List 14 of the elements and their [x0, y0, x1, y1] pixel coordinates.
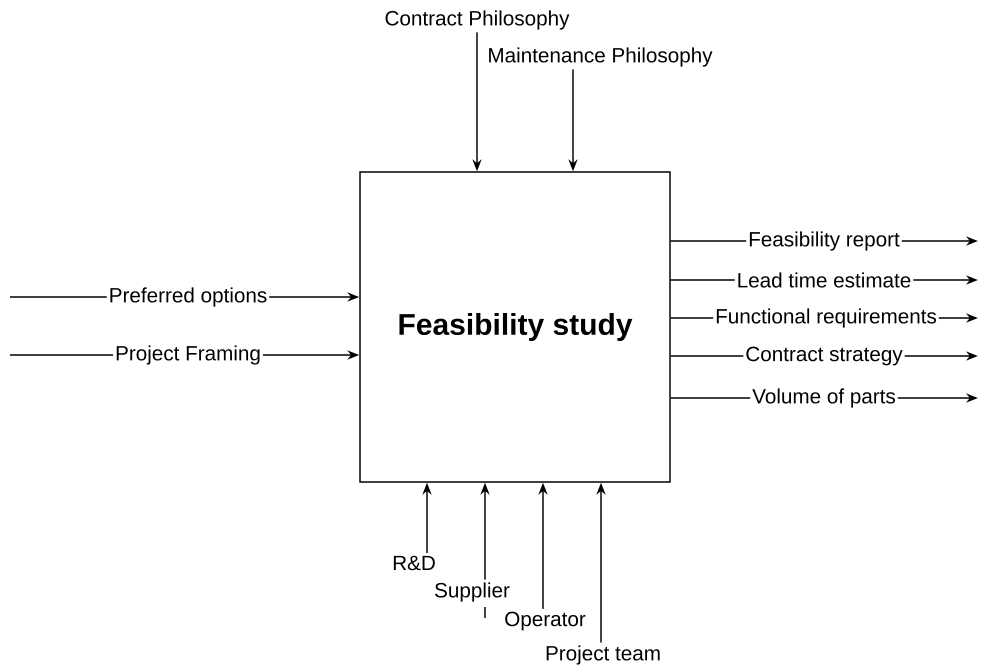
edge-label: Volume of parts: [750, 386, 898, 410]
edge-label: Contract strategy: [743, 344, 905, 368]
edge-label: Functional requirements: [713, 306, 939, 330]
edge-label: Project Framing: [113, 343, 263, 367]
input-label: Contract Philosophy: [386, 10, 570, 30]
edge-label: Lead time estimate: [734, 270, 914, 290]
edge-label: Feasibility report: [746, 229, 902, 253]
input-label: Operator: [505, 612, 586, 630]
process-box: Feasibility study: [359, 171, 671, 483]
input-label: Project team: [546, 645, 660, 665]
input-label: R&D: [394, 556, 435, 570]
input-label: Supplier: [435, 582, 510, 602]
input-label: Maintenance Philosophy: [489, 47, 712, 67]
edge-label: Preferred options: [106, 285, 270, 309]
